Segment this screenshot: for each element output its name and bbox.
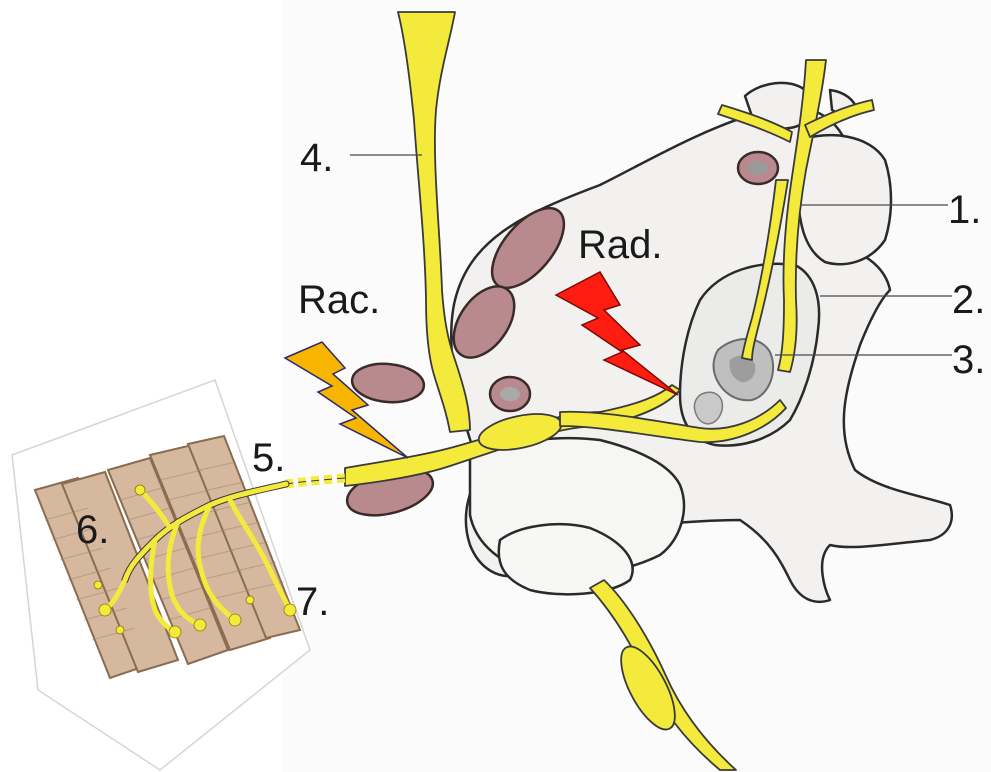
label-rad: Rad. [578, 225, 663, 265]
label-3: 3. [952, 340, 985, 380]
label-4: 4. [300, 138, 333, 178]
label-5: 5. [252, 438, 285, 478]
label-7: 7. [296, 582, 329, 622]
label-2: 2. [952, 280, 985, 320]
label-rac: Rac. [298, 280, 380, 320]
label-1: 1. [948, 190, 981, 230]
label-6: 6. [76, 510, 109, 550]
